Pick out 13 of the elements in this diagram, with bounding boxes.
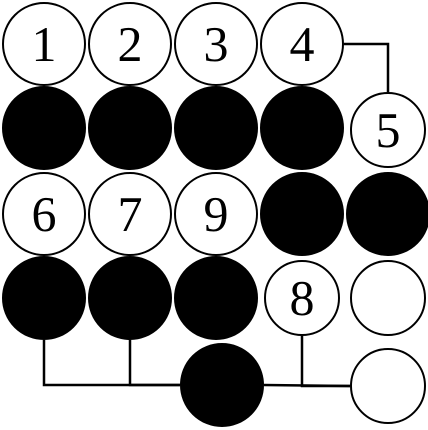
connector-line xyxy=(128,340,180,386)
circle-number: 5 xyxy=(376,105,400,155)
circle-number: 1 xyxy=(32,19,56,69)
circle-number: 6 xyxy=(32,189,56,239)
circle-number: 9 xyxy=(204,189,228,239)
connector-line xyxy=(264,384,350,388)
circle-number: 7 xyxy=(118,189,142,239)
circle-number: 4 xyxy=(290,19,314,69)
circle-number: 2 xyxy=(118,19,142,69)
connector-line xyxy=(344,42,390,92)
circle-number: 3 xyxy=(204,19,228,69)
connector-line xyxy=(300,336,350,388)
circle-number: 8 xyxy=(290,273,314,323)
